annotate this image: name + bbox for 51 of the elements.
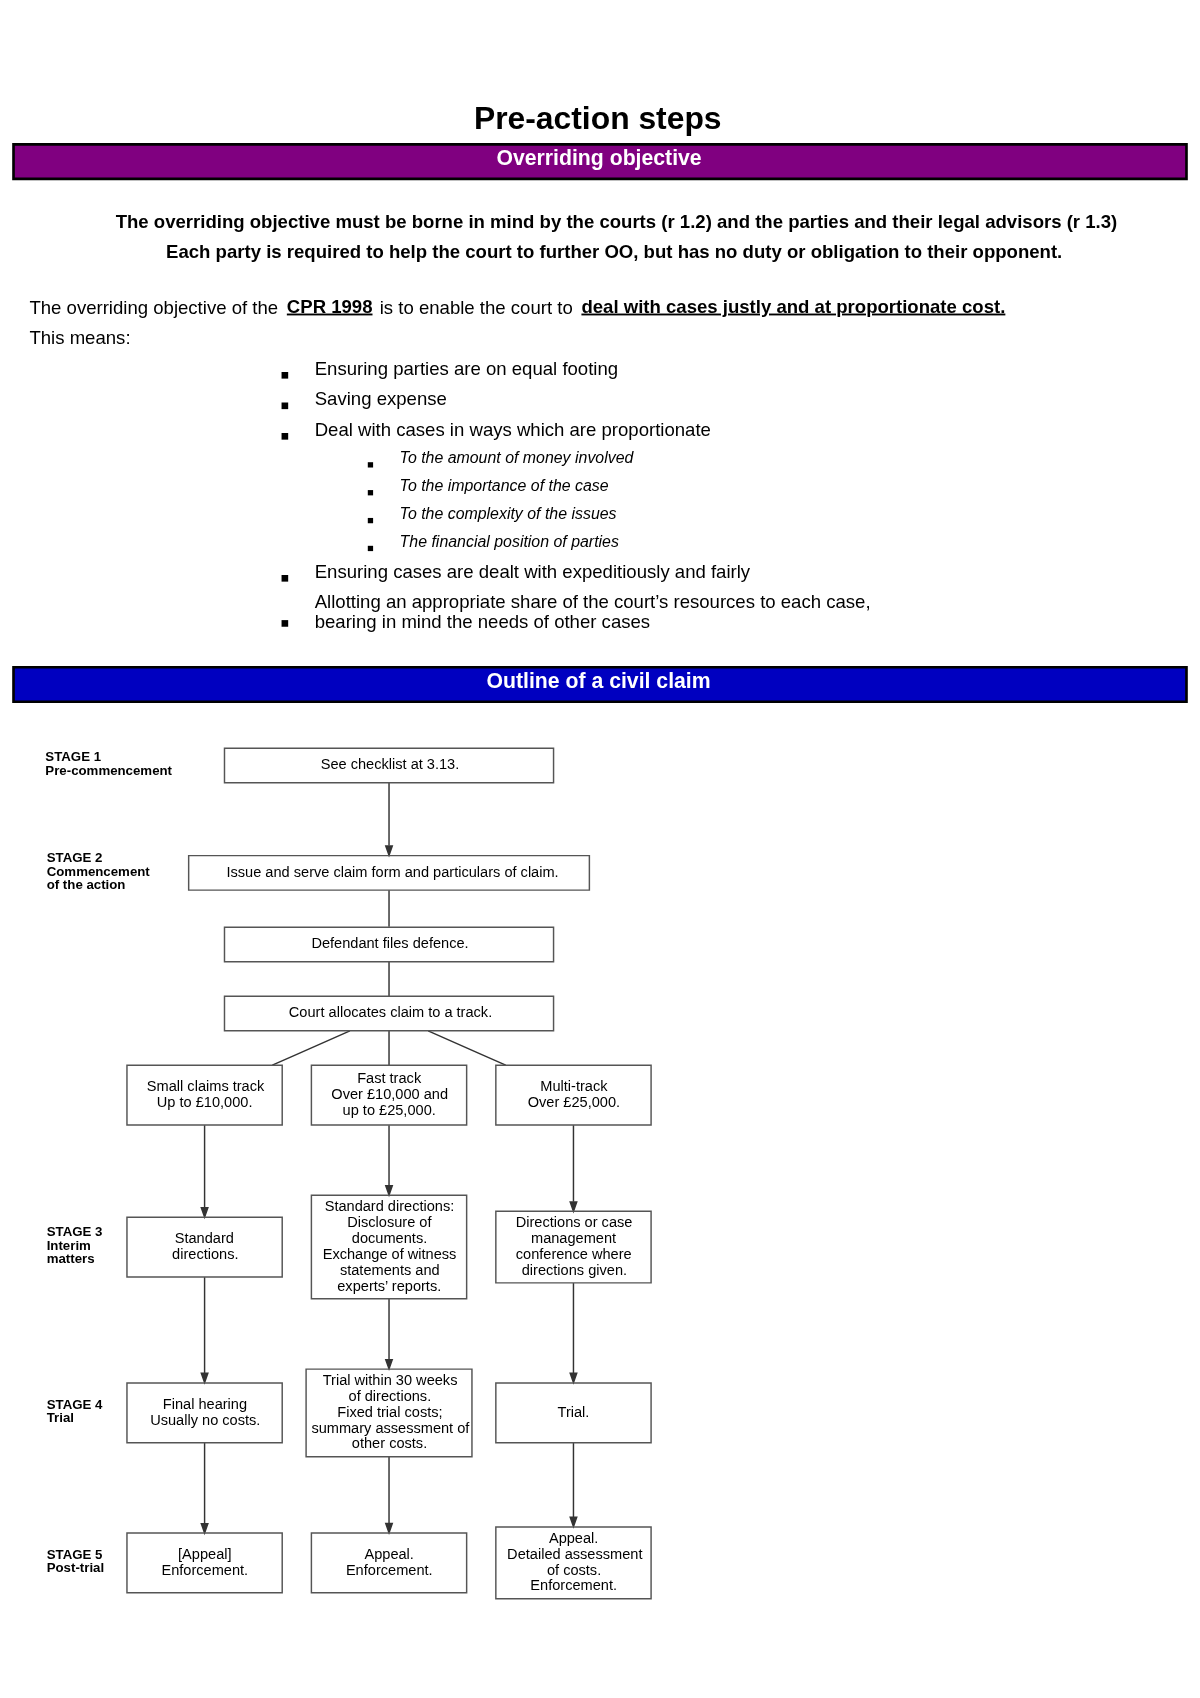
node-box: Overriding objective (12, 143, 1188, 181)
label: STAGE 1 Pre-commencement (45, 749, 173, 778)
arrow (384, 781, 394, 858)
arrow (384, 1124, 394, 1198)
arrow (569, 1124, 578, 1214)
arrow (569, 1282, 578, 1385)
label: To the importance of the case (399, 476, 609, 494)
node-box: Outline of a civil claim (12, 665, 1188, 704)
connector (427, 1030, 507, 1066)
label: STAGE 5 Post-trial (46, 1546, 105, 1576)
label: Ensuring parties are on equal footing (314, 357, 619, 379)
arrow (200, 1276, 209, 1385)
label: The financial position of parties (399, 532, 619, 550)
node-box: Standard directions: Disclosure of documents. Exchange of witness statements and experts’ reports. (310, 1194, 468, 1300)
node-box: Appeal. Enforcement. (310, 1532, 468, 1594)
node-box: Final hearing Usually no costs. (126, 1382, 283, 1444)
label: The overriding objective must be borne in mind by the courts (r 1.2) and the parties and their legal advisors (r 1.3) (115, 210, 1118, 232)
node-box: Court allocates claim to a track. (223, 995, 555, 1032)
node-box: Trial. (495, 1382, 652, 1444)
node-box: Directions or case management conference where directions given. (495, 1210, 652, 1284)
connector (388, 889, 390, 928)
label: The overriding objective of the CPR 1998 is to enable the court to deal with cases justly and at proportionate cost. (29, 295, 1006, 318)
node-box: Standard directions. (126, 1216, 283, 1278)
label: STAGE 4 Trial (46, 1396, 103, 1426)
label: This means: (29, 327, 131, 349)
arrow (200, 1124, 209, 1220)
label: Each party is required to help the court to further OO, but has no duty or obligation to their opponent. (166, 241, 1063, 263)
connector (271, 1030, 351, 1066)
node-box: [Appeal] Enforcement. (126, 1532, 283, 1594)
label: Allotting an appropriate share of the court’s resources to each case, bearing in mind the needs of other cases (314, 590, 871, 632)
node-box: Defendant files defence. (223, 926, 555, 963)
label: To the complexity of the issues (399, 504, 617, 522)
label: To the amount of money involved (399, 449, 634, 467)
node-box: Trial within 30 weeks of directions. Fixed trial costs; summary assessment of other costs. (305, 1368, 473, 1458)
label: Deal with cases in ways which are proportionate (314, 418, 711, 440)
node-box: Multi-track Over £25,000. (495, 1064, 652, 1126)
diagram-title: Pre-action steps (473, 99, 722, 136)
arrow (569, 1442, 578, 1529)
arrow (384, 1456, 394, 1535)
node-box: See checklist at 3.13. (223, 747, 555, 784)
arrow (200, 1442, 209, 1536)
label: Ensuring cases are dealt with expeditiously and fairly (314, 560, 751, 582)
node-box: Issue and serve claim form and particulars of claim. (187, 854, 591, 891)
connector (388, 961, 390, 997)
label: STAGE 2 Commencement of the action (46, 850, 150, 892)
node-box: Small claims track Up to £10,000. (126, 1064, 283, 1126)
label: STAGE 3 Interim matters (46, 1224, 103, 1266)
node-box: Fast track Over £10,000 and up to £25,000. (310, 1064, 468, 1126)
node-box: Appeal. Detailed assessment of costs. Enforcement. (495, 1526, 652, 1600)
label: Saving expense (314, 388, 447, 410)
connector (388, 1030, 390, 1066)
